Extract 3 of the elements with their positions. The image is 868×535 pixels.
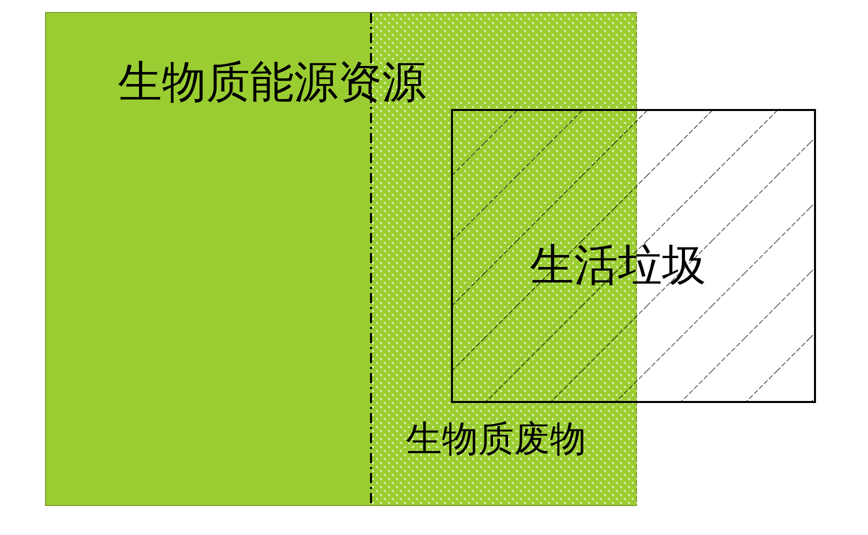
hatched-box [452,110,815,402]
region-label: 生物质废物 [406,418,586,462]
region-title: 生物质能源资源 [118,56,426,110]
